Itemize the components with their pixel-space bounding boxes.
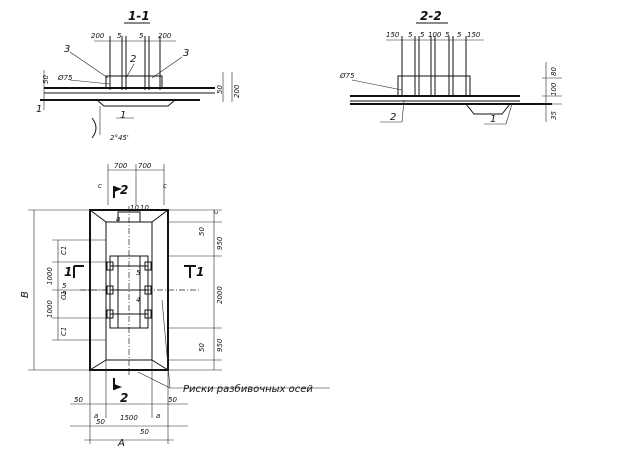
plan-inner-mark-a: a: [116, 215, 120, 223]
section-2-title: 2-2: [420, 9, 442, 23]
s1-left-dim: 50: [42, 75, 50, 84]
section-1-1: 1-1 200 5 5 200 3 3 2 Ø75 1 50: [36, 9, 241, 142]
plan-overall-a: A: [117, 438, 125, 449]
plan-overall-b: B: [20, 291, 31, 298]
plan-bottom-dim-50-left: 50: [74, 396, 83, 404]
plan-mark-2-top: 2: [120, 183, 128, 197]
s2-dim-5c: 5: [445, 31, 450, 39]
section-2-2: 2-2 150 5 5 100 5 5 150 Ø75 80 100 35 2: [339, 9, 562, 125]
s1-dim-200-right: 200: [158, 32, 172, 40]
plan-note: Риски разбивочных осей: [183, 383, 313, 395]
plan-bottom-mark-a-right: a: [156, 412, 160, 420]
s2-dim-100: 100: [428, 31, 442, 39]
plan-mark-2-bottom: 2: [120, 391, 128, 405]
s2-right-dim-35: 35: [550, 111, 558, 120]
s1-dim-5-right: 5: [139, 32, 144, 40]
s2-right-dim-80: 80: [550, 67, 558, 76]
plan-left-1000-top: 1000: [46, 267, 54, 285]
plan-bottom-dim-50-inner-left: 50: [96, 418, 105, 426]
s2-dim-5a: 5: [408, 31, 413, 39]
s2-dim-150-right: 150: [467, 31, 481, 39]
s2-dim-5b: 5: [420, 31, 425, 39]
plan-left-c1-mid: C1: [60, 291, 68, 300]
s1-left-mark: 1: [36, 104, 42, 115]
plan-bottom-mark-a-left: a: [94, 412, 98, 420]
plan-view: 700 700 c c 2 10 10 a: [20, 162, 330, 449]
plan-bottom-dim-1500: 1500: [120, 414, 138, 422]
s1-callout-3-right: 3: [183, 48, 189, 59]
plan-bottom-dim-50-inner-right: 50: [140, 428, 149, 436]
s1-diameter: Ø75: [57, 74, 73, 82]
plan-right-dim-950-bottom: 950: [216, 338, 224, 352]
plan-top-dim-700-right: 700: [138, 162, 152, 170]
plan-side-5-top: 5: [62, 282, 67, 290]
plan-right-top-mark: c: [212, 210, 220, 214]
s2-right-dim-100: 100: [550, 82, 558, 96]
plan-inner-number-5: 5: [136, 269, 141, 277]
s1-dim-200-left: 200: [91, 32, 105, 40]
plan-bottom-dim-50-right: 50: [168, 396, 177, 404]
s2-diameter: Ø75: [339, 72, 355, 80]
s1-callout-2: 2: [130, 54, 136, 65]
s1-dim-5-left: 5: [117, 32, 122, 40]
plan-left-1000-bottom: 1000: [46, 300, 54, 318]
s2-dim-5d: 5: [457, 31, 462, 39]
s2-callout-1: 1: [490, 114, 496, 125]
s1-right-dim-50: 50: [216, 85, 224, 94]
plan-section-mark-1-left: 1: [64, 265, 72, 279]
s2-callout-2: 2: [390, 112, 396, 123]
plan-left-c1-top: C1: [60, 246, 68, 255]
plan-section-mark-1-right: 1: [196, 265, 204, 279]
s2-dim-150-left: 150: [386, 31, 400, 39]
plan-top-dim-700-left: 700: [114, 162, 128, 170]
plan-small-dim-10-left: 10: [130, 204, 139, 212]
s1-slope: 2°45': [110, 134, 129, 142]
plan-right-dim-950-top: 950: [216, 236, 224, 250]
s1-callout-1: 1: [120, 110, 126, 121]
plan-left-c1-bottom: C1: [60, 327, 68, 336]
plan-right-dim-50-bottom: 50: [198, 343, 206, 352]
plan-side-5-bottom: 5: [62, 290, 67, 298]
section-1-title: 1-1: [128, 9, 150, 23]
plan-mark-c-left: c: [98, 182, 102, 190]
plan-small-dim-10-right: 10: [140, 204, 149, 212]
plan-right-dim-50-top: 50: [198, 227, 206, 236]
plan-mark-c-right: c: [163, 182, 167, 190]
s1-callout-3-left: 3: [64, 44, 70, 55]
s1-right-dim-200: 200: [233, 84, 241, 98]
plan-right-dim-2000: 2000: [216, 286, 224, 304]
plan-inner-number-4: 4: [136, 296, 140, 304]
